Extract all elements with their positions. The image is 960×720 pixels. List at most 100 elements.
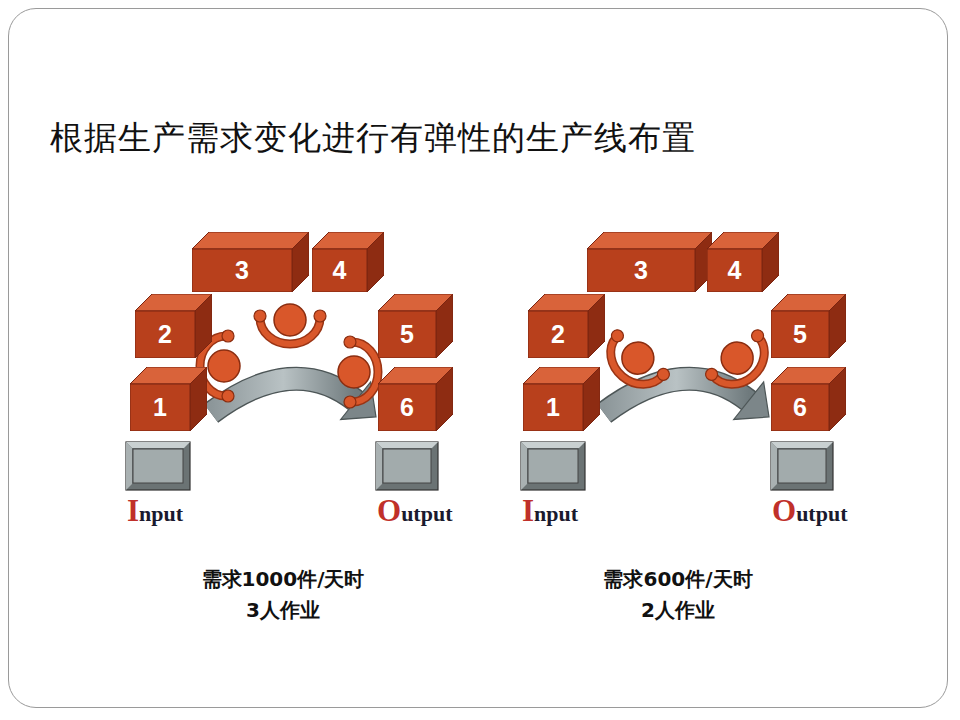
io-box-face bbox=[778, 449, 826, 483]
station-number: 4 bbox=[707, 249, 762, 292]
worker-hand bbox=[344, 396, 356, 408]
io-box-outer bbox=[126, 442, 190, 490]
box-3d-shape bbox=[528, 294, 605, 358]
box-side bbox=[588, 294, 605, 358]
station-box: 4 bbox=[707, 232, 779, 292]
worker-hand bbox=[222, 390, 234, 402]
io-label: Output bbox=[772, 493, 847, 529]
slide-frame bbox=[8, 8, 948, 708]
worker-hand bbox=[314, 310, 326, 322]
io-box-face bbox=[133, 449, 183, 483]
box-3d-shape bbox=[523, 367, 600, 431]
worker-head bbox=[715, 336, 760, 381]
demand-caption: 3人作业 bbox=[246, 597, 320, 624]
io-bevel-top bbox=[521, 442, 585, 448]
io-bevel-left bbox=[521, 442, 527, 490]
box-front bbox=[312, 249, 367, 292]
box-side bbox=[190, 367, 207, 431]
station-number: 2 bbox=[135, 311, 195, 358]
demand-caption: 2人作业 bbox=[641, 597, 715, 624]
station-box: 3 bbox=[192, 232, 309, 292]
box-front bbox=[523, 384, 583, 431]
io-box-outer bbox=[521, 442, 585, 490]
io-box-outer bbox=[376, 442, 438, 490]
box-front bbox=[135, 311, 195, 358]
box-front bbox=[707, 249, 762, 292]
box-3d-shape bbox=[587, 232, 712, 292]
box-side bbox=[195, 294, 212, 358]
box-3d-shape bbox=[771, 294, 846, 358]
worker-hand bbox=[655, 366, 672, 383]
io-bevel-left bbox=[126, 442, 132, 490]
io-box-face bbox=[383, 449, 431, 483]
demand-caption: 需求600件/天时 bbox=[603, 566, 752, 593]
io-bevel-left bbox=[771, 442, 777, 490]
io-station: Input bbox=[125, 441, 229, 533]
station-number: 6 bbox=[771, 384, 829, 431]
io-bevel-top bbox=[126, 442, 190, 448]
arrow-body-outline bbox=[211, 379, 356, 413]
station-number: 6 bbox=[378, 384, 436, 431]
io-box-face bbox=[528, 449, 578, 483]
station-number: 1 bbox=[523, 384, 583, 431]
box-front bbox=[528, 311, 588, 358]
demand-caption: 需求1000件/天时 bbox=[202, 566, 365, 593]
worker-figure bbox=[699, 323, 780, 400]
box-front bbox=[192, 249, 292, 292]
io-label: Input bbox=[522, 493, 578, 529]
station-number: 5 bbox=[378, 311, 436, 358]
io-bevel-left bbox=[376, 442, 382, 490]
worker-hand bbox=[222, 330, 234, 342]
station-box: 4 bbox=[312, 232, 384, 292]
box-3d-shape bbox=[312, 232, 384, 292]
box-front bbox=[771, 384, 829, 431]
worker-head bbox=[274, 304, 306, 336]
arrow-body bbox=[211, 379, 356, 413]
box-side bbox=[292, 232, 309, 292]
box-top bbox=[192, 232, 309, 249]
worker-head bbox=[208, 350, 240, 382]
box-side bbox=[436, 367, 453, 431]
io-box-outer bbox=[771, 442, 833, 490]
station-box: 5 bbox=[771, 294, 846, 358]
station-number: 3 bbox=[192, 249, 292, 292]
station-number: 1 bbox=[130, 384, 190, 431]
station-box: 2 bbox=[135, 294, 212, 358]
io-station: Output bbox=[375, 441, 477, 533]
station-number: 3 bbox=[587, 249, 695, 292]
box-front bbox=[378, 311, 436, 358]
worker-hand bbox=[703, 366, 720, 383]
box-front bbox=[378, 384, 436, 431]
io-box-shape bbox=[770, 441, 834, 491]
slide-title: 根据生产需求变化进行有弹性的生产线布置 bbox=[50, 116, 696, 161]
box-side bbox=[829, 367, 846, 431]
worker-hand bbox=[254, 310, 266, 322]
station-box: 6 bbox=[378, 367, 453, 431]
box-side bbox=[436, 294, 453, 358]
io-station: Input bbox=[520, 441, 624, 533]
station-number: 5 bbox=[771, 311, 829, 358]
worker-figure bbox=[254, 304, 326, 344]
box-3d-shape bbox=[378, 294, 453, 358]
box-3d-shape bbox=[771, 367, 846, 431]
box-side bbox=[367, 232, 384, 292]
station-number: 4 bbox=[312, 249, 367, 292]
station-box: 1 bbox=[523, 367, 600, 431]
station-box: 5 bbox=[378, 294, 453, 358]
worker-figure bbox=[595, 323, 676, 400]
io-box-shape bbox=[125, 441, 191, 491]
worker-head bbox=[338, 356, 370, 388]
io-station: Output bbox=[770, 441, 872, 533]
worker-hand bbox=[609, 327, 626, 344]
box-3d-shape bbox=[378, 367, 453, 431]
box-side bbox=[762, 232, 779, 292]
worker-head bbox=[615, 336, 660, 381]
worker-figure bbox=[338, 336, 378, 408]
io-label: Output bbox=[377, 493, 452, 529]
box-front bbox=[771, 311, 829, 358]
box-3d-shape bbox=[135, 294, 212, 358]
station-box: 2 bbox=[528, 294, 605, 358]
io-bevel-top bbox=[771, 442, 833, 448]
